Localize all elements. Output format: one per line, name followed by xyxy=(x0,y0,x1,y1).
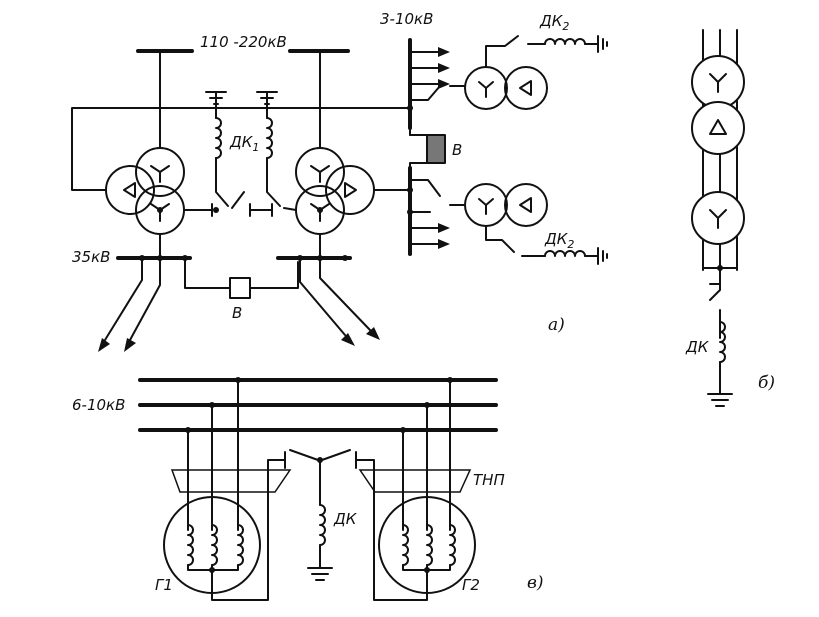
lv-breaker-label: В xyxy=(232,304,242,322)
stator-winding-icon xyxy=(211,524,218,566)
g2-label: Г2 xyxy=(462,576,480,594)
dk1-label: ДК1 xyxy=(229,133,259,154)
winding-delta xyxy=(691,101,745,155)
switch-lower xyxy=(409,179,466,206)
wye-symbol-icon xyxy=(310,165,330,183)
caption-b: б) xyxy=(758,373,775,393)
caption-a: а) xyxy=(548,315,565,335)
hv-bus-label: 110 -220кВ xyxy=(200,33,287,51)
grounding-transformer-upper-delta xyxy=(504,66,548,110)
stator-winding-icon xyxy=(402,524,409,566)
lv-bus-label: 35кВ xyxy=(72,248,110,266)
transformer-right xyxy=(295,147,375,235)
stator-winding-icon xyxy=(237,524,244,566)
switch-dk2-upper xyxy=(485,35,546,68)
ground-symbol-icon xyxy=(707,393,733,407)
stator-winding-icon xyxy=(449,524,456,566)
zero-sequence-ct-right xyxy=(358,469,472,493)
ct-label: ТНП xyxy=(473,471,505,489)
neutral-switches xyxy=(215,177,297,211)
mv-breaker-label: В xyxy=(452,141,462,159)
part-b-grounding-transformer: ДК б) xyxy=(685,29,775,407)
grounding-transformer-lower-delta xyxy=(504,183,548,227)
part-a-substation: 110 -220кВ 3-10кВ xyxy=(71,10,608,352)
stator-winding-icon xyxy=(187,524,194,566)
delta-symbol-icon xyxy=(519,197,532,213)
arc-suppression-coil-icon xyxy=(544,38,586,45)
part-c-generators: 6-10кВ ТНП Г1 xyxy=(72,377,544,601)
feeder-arrow-icon xyxy=(409,78,451,90)
line-35kv-out xyxy=(104,257,143,341)
caption-c: в) xyxy=(527,573,544,593)
dk2-bottom-label: ДК2 xyxy=(544,230,574,251)
wye-symbol-icon xyxy=(709,209,727,229)
wye-symbol-icon xyxy=(709,73,727,93)
arc-suppression-coil-dk1-right-icon xyxy=(266,117,273,159)
switch-b xyxy=(709,267,721,339)
ground-symbol-icon xyxy=(597,247,608,265)
feeder-arrow-icon xyxy=(409,46,451,58)
transformer-left xyxy=(105,147,185,235)
tertiary-link-left xyxy=(71,107,411,191)
delta-symbol-icon xyxy=(519,80,532,96)
dk2-top-label: ДК2 xyxy=(539,12,569,33)
mv-section-breaker xyxy=(426,134,446,164)
feeder-arrow-icon xyxy=(409,222,451,234)
delta-symbol-icon xyxy=(344,182,357,198)
transformer-right-hv-winding xyxy=(295,147,345,197)
mv-bus-label: 3-10кВ xyxy=(380,10,433,28)
ground-symbol-icon xyxy=(597,35,608,53)
line-35kv-out xyxy=(319,257,371,331)
switch-dk2-lower xyxy=(485,225,546,257)
arc-suppression-coil-icon xyxy=(319,504,326,546)
arc-suppression-coil-icon xyxy=(544,250,586,257)
lv-section-breaker xyxy=(229,277,251,299)
transformer-left-hv-winding xyxy=(135,147,185,197)
neutral-selector-switches xyxy=(289,449,351,461)
dk-c-label: ДК xyxy=(333,510,358,528)
delta-symbol-icon xyxy=(709,119,727,135)
g1-label: Г1 xyxy=(155,576,173,594)
ground-symbol-icon xyxy=(307,567,333,581)
lv-section-link xyxy=(184,257,299,289)
feeder-arrow-icon xyxy=(409,62,451,74)
delta-symbol-icon xyxy=(123,182,136,198)
line-35kv-out xyxy=(129,257,161,341)
gen-bus-label: 6-10кВ xyxy=(72,396,125,414)
neutral-links xyxy=(183,203,273,217)
switch-upper xyxy=(409,85,466,101)
stator-winding-icon xyxy=(426,524,433,566)
wye-symbol-icon xyxy=(478,81,494,98)
wye-symbol-icon xyxy=(478,198,494,215)
dk-b-label: ДК xyxy=(685,338,710,356)
feeder-arrow-icon xyxy=(409,238,451,250)
zero-sequence-ct-left xyxy=(170,469,292,493)
line-35kv-out xyxy=(299,257,346,336)
arc-suppression-coil-dk1-left-icon xyxy=(215,117,222,159)
wye-symbol-icon xyxy=(150,165,170,183)
